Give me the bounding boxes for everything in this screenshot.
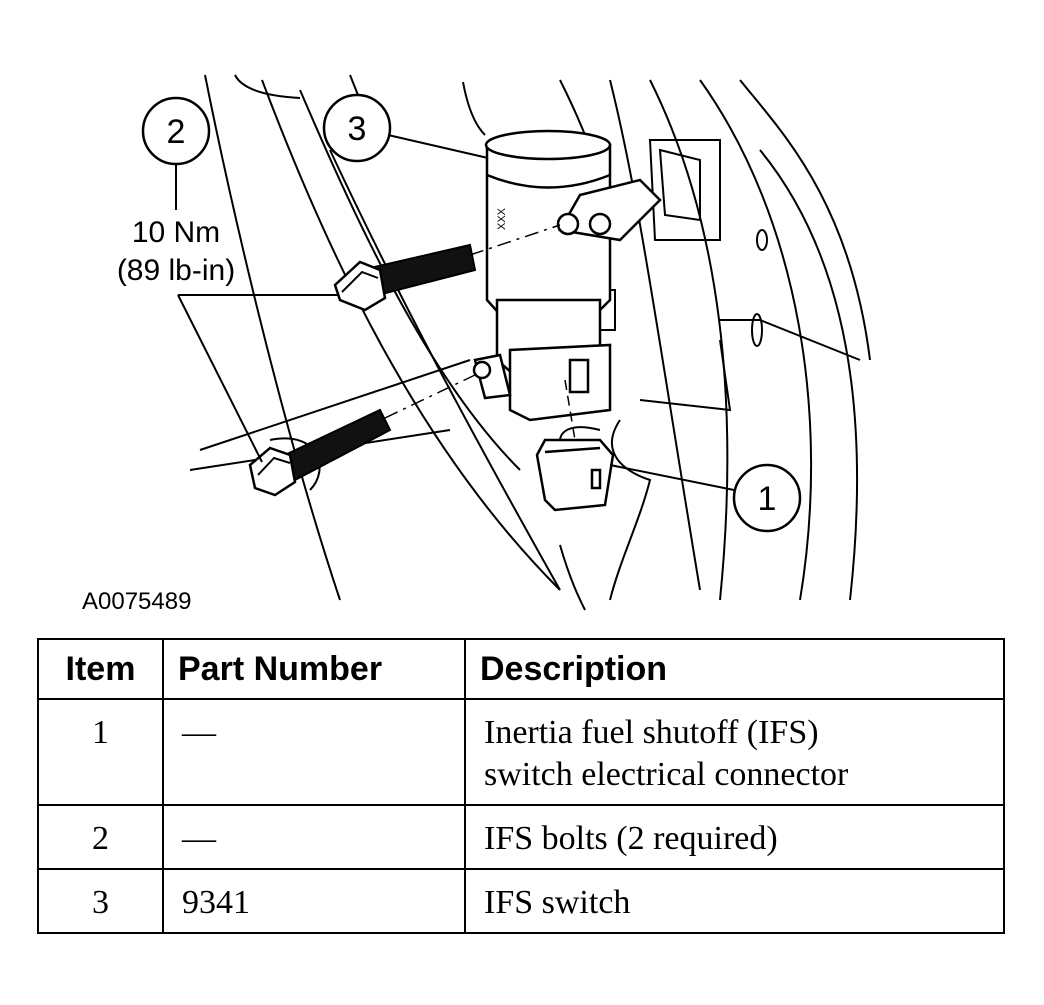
- table-header-row: Item Part Number Description: [37, 638, 1005, 700]
- ifs-switch-illustration: XXX 2 10 Nm (89 lb-in) 3: [82, 74, 871, 615]
- callout-2-label: 2: [167, 113, 186, 151]
- cell-description: IFS bolts (2 required): [464, 804, 1005, 870]
- ifs-bolt-lower: [248, 374, 476, 497]
- ifs-bolt-upper: [333, 224, 561, 312]
- cell-part-number: 9341: [162, 868, 466, 934]
- table-row: 3 9341 IFS switch: [37, 868, 1005, 934]
- torque-leader-lines: [177, 294, 338, 463]
- ifs-electrical-connector: [535, 438, 615, 512]
- table-row: 2 — IFS bolts (2 required): [37, 804, 1005, 870]
- cell-part-number: —: [162, 698, 466, 806]
- callout-1: 1: [609, 463, 802, 533]
- description-line: IFS bolts (2 required): [484, 820, 778, 857]
- callout-3: 3: [322, 93, 489, 163]
- callout-3-label: 3: [348, 110, 367, 148]
- cell-item: 2: [37, 804, 164, 870]
- cell-item: 1: [37, 698, 164, 806]
- torque-lbin-label: (89 lb-in): [117, 254, 235, 287]
- svg-text:XXX: XXX: [496, 207, 508, 230]
- ifs-switch: [472, 129, 662, 422]
- figure-id: A0075489: [82, 588, 191, 615]
- parts-table: Item Part Number Description 1 — Inertia…: [37, 638, 1005, 934]
- callout-1-label: 1: [758, 480, 777, 518]
- header-item: Item: [37, 638, 164, 700]
- cell-description: IFS switch: [464, 868, 1005, 934]
- header-description: Description: [464, 638, 1005, 700]
- callout-2: 2: [141, 96, 211, 210]
- cell-part-number: —: [162, 804, 466, 870]
- panel-line: [204, 74, 341, 601]
- description-line: Inertia fuel shutoff (IFS): [484, 714, 819, 751]
- description-line: IFS switch: [484, 884, 631, 921]
- header-part-number: Part Number: [162, 638, 466, 700]
- description-line: switch electrical connector: [484, 756, 849, 793]
- cell-description: Inertia fuel shutoff (IFS) switch electr…: [464, 698, 1005, 806]
- cell-item: 3: [37, 868, 164, 934]
- torque-nm-label: 10 Nm: [132, 216, 220, 249]
- table-row: 1 — Inertia fuel shutoff (IFS) switch el…: [37, 698, 1005, 806]
